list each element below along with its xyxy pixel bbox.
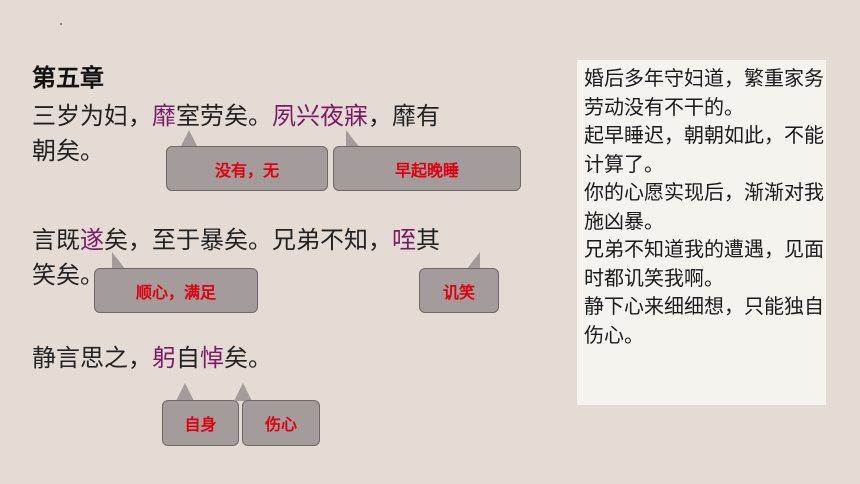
- poem-line-5: 静言思之，躬自悼矣。: [32, 343, 272, 373]
- translation-paragraph: 静下心来细细想，只能独自伤心。: [584, 294, 824, 347]
- poem-line-1: 三岁为妇，靡室劳矣。夙兴夜寐，靡有: [32, 101, 440, 131]
- keyword-gong: 躬: [152, 344, 176, 372]
- decorative-dot: [60, 23, 62, 25]
- annotation-callout-dao: 伤心: [242, 400, 320, 446]
- keyword-mi: 靡: [152, 102, 176, 130]
- callout-pointer: [234, 383, 252, 401]
- text-segment: 其: [416, 226, 440, 254]
- callout-pointer: [112, 252, 126, 270]
- text-segment: 静言思之，: [32, 344, 152, 372]
- callout-pointer: [466, 252, 480, 270]
- translation-paragraph: 兄弟不知道我的遭遇，见面时都讥笑我啊。: [584, 237, 824, 290]
- translation-paragraph: 婚后多年守妇道，繁重家务劳动没有不干的。: [584, 66, 824, 119]
- translation-paragraph: 你的心愿实现后，渐渐对我施凶暴。: [584, 180, 824, 233]
- translation-paragraph: 起早睡迟，朝朝如此，不能计算了。: [584, 123, 824, 176]
- text-segment: 言既: [32, 226, 80, 254]
- text-segment: 三岁为妇，: [32, 102, 152, 130]
- keyword-sui: 遂: [80, 226, 104, 254]
- keyword-dao: 悼: [200, 344, 224, 372]
- annotation-callout-sui: 顺心，满足: [94, 268, 258, 313]
- annotation-callout-mi: 没有，无: [166, 146, 328, 191]
- text-segment: ，靡有: [368, 102, 440, 130]
- poem-line-3: 言既遂矣，至于暴矣。兄弟不知，咥其: [32, 225, 440, 255]
- callout-pointer: [176, 383, 194, 401]
- text-segment: 矣。: [224, 344, 272, 372]
- chapter-heading: 第五章: [32, 64, 104, 92]
- keyword-xi: 咥: [392, 226, 416, 254]
- text-segment: 室劳矣。: [176, 102, 272, 130]
- callout-pointer: [180, 130, 198, 148]
- text-segment: 矣，至于暴矣。兄弟不知，: [104, 226, 392, 254]
- translation-panel: 婚后多年守妇道，繁重家务劳动没有不干的。 起早睡迟，朝朝如此，不能计算了。 你的…: [577, 60, 826, 405]
- annotation-callout-gong: 自身: [162, 400, 239, 446]
- keyword-suxingyemei: 夙兴夜寐: [272, 102, 368, 130]
- poem-line-4: 笑矣。: [32, 261, 104, 289]
- poem-line-2: 朝矣。: [32, 137, 104, 165]
- annotation-callout-suxingyemei: 早起晚睡: [333, 146, 521, 191]
- annotation-callout-xi: 讥笑: [419, 268, 499, 313]
- text-segment: 自: [176, 344, 200, 372]
- callout-pointer: [346, 130, 360, 148]
